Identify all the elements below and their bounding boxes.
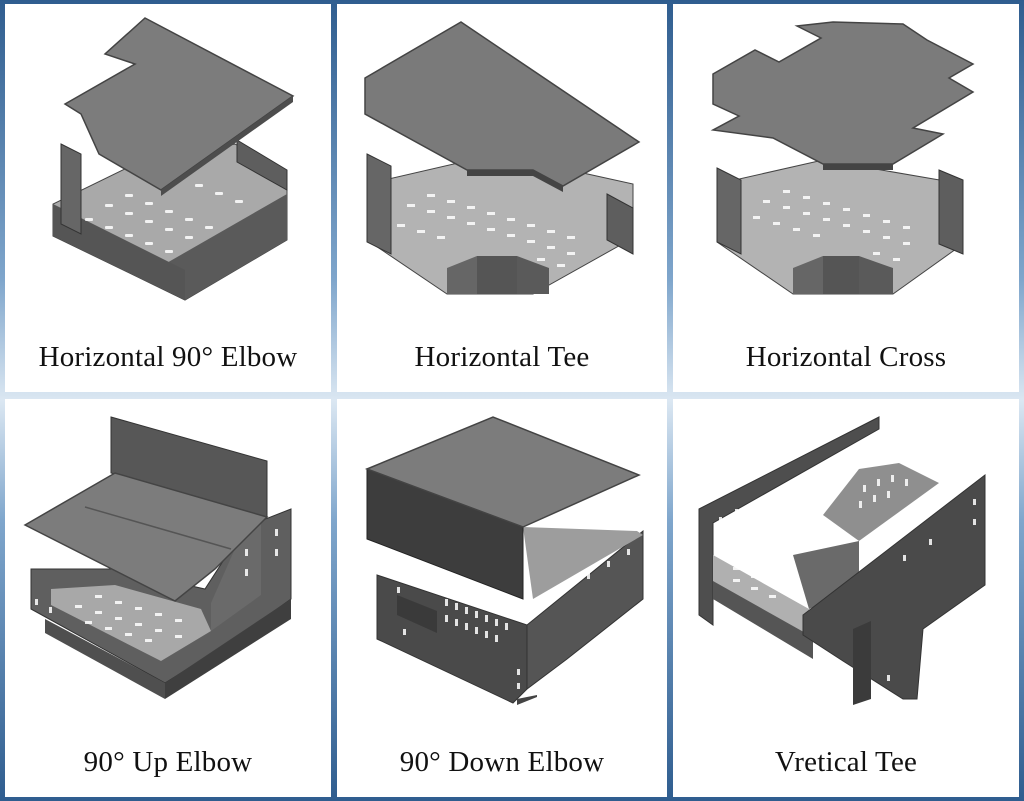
panel-label: Horizontal Cross	[745, 341, 947, 373]
panel-horizontal-tee: Horizontal Tee	[337, 4, 667, 392]
horizontal-cross-illustration	[710, 21, 975, 295]
horizontal-elbow-illustration	[52, 17, 295, 301]
panel-label: Horizontal 90° Elbow	[38, 341, 298, 373]
panel-horizontal-cross: Horizontal Cross	[673, 4, 1019, 392]
vertical-tee-illustration	[698, 416, 986, 705]
down-elbow-illustration	[364, 416, 644, 705]
panel-label: Horizontal Tee	[414, 341, 590, 373]
panel-label: 90° Down Elbow	[399, 746, 605, 778]
panel-vertical-tee: Vretical Tee	[673, 399, 1019, 797]
horizontal-tee-illustration	[364, 21, 641, 295]
panel-label: 90° Up Elbow	[83, 746, 253, 778]
up-elbow-illustration	[23, 416, 292, 699]
panel-label: Vretical Tee	[774, 746, 918, 778]
panel-horizontal-90-elbow: Horizontal 90° Elbow	[5, 4, 331, 392]
panel-90-up-elbow: 90° Up Elbow	[5, 399, 331, 797]
panel-90-down-elbow: 90° Down Elbow	[337, 399, 667, 797]
